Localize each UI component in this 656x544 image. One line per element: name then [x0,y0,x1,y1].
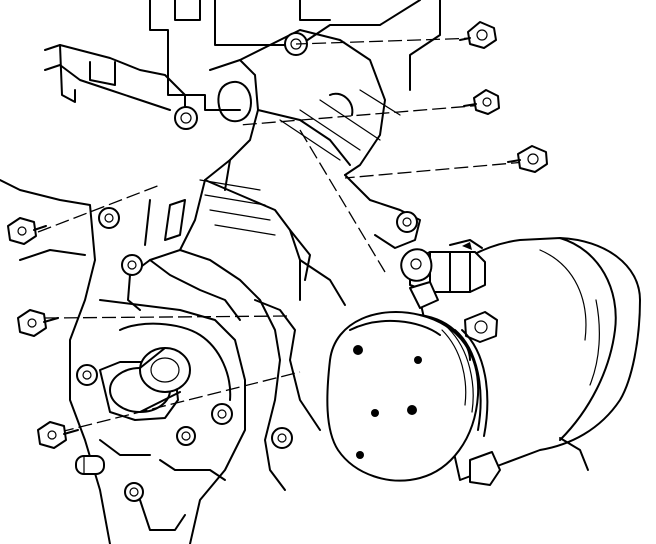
compressor-clutch-pulley [326,311,489,482]
bolt-left-3 [37,421,79,449]
bracket-boss-center [211,403,233,425]
bolt-upper-right-2 [463,89,500,115]
bracket-boss-base [124,482,144,502]
ac-compressor [326,237,641,486]
bolt-left-2 [17,309,59,337]
clutch-hole-4 [356,451,364,459]
bracket-boss-bottom-left [76,364,98,386]
bracket-boss-lower-right [271,427,293,449]
compressor-mount-ear-top [464,311,498,343]
clutch-hole-3 [371,409,379,417]
bracket-boss-bottom [176,426,196,446]
bolt-upper-right-3 [507,145,548,173]
dowel-pin [75,455,105,475]
compressor-mount-ear-bottom [469,451,501,486]
bracket-boss-mid-left [98,207,120,229]
clutch-hole-5 [414,356,422,364]
bracket-bolts [7,21,548,449]
bracket-boss-right [396,211,418,233]
clutch-hole-2 [407,405,417,415]
electrical-connector [400,239,486,309]
engine-block [0,0,441,544]
bracket-boss-lower-left [121,254,143,276]
clutch-hole-1 [353,345,363,355]
engine-front-cover [99,347,191,421]
bolt-upper-right-1 [459,21,497,49]
bracket-boss-left [174,106,198,130]
alignment-lines [37,37,526,433]
bolt-left-1 [7,217,47,245]
